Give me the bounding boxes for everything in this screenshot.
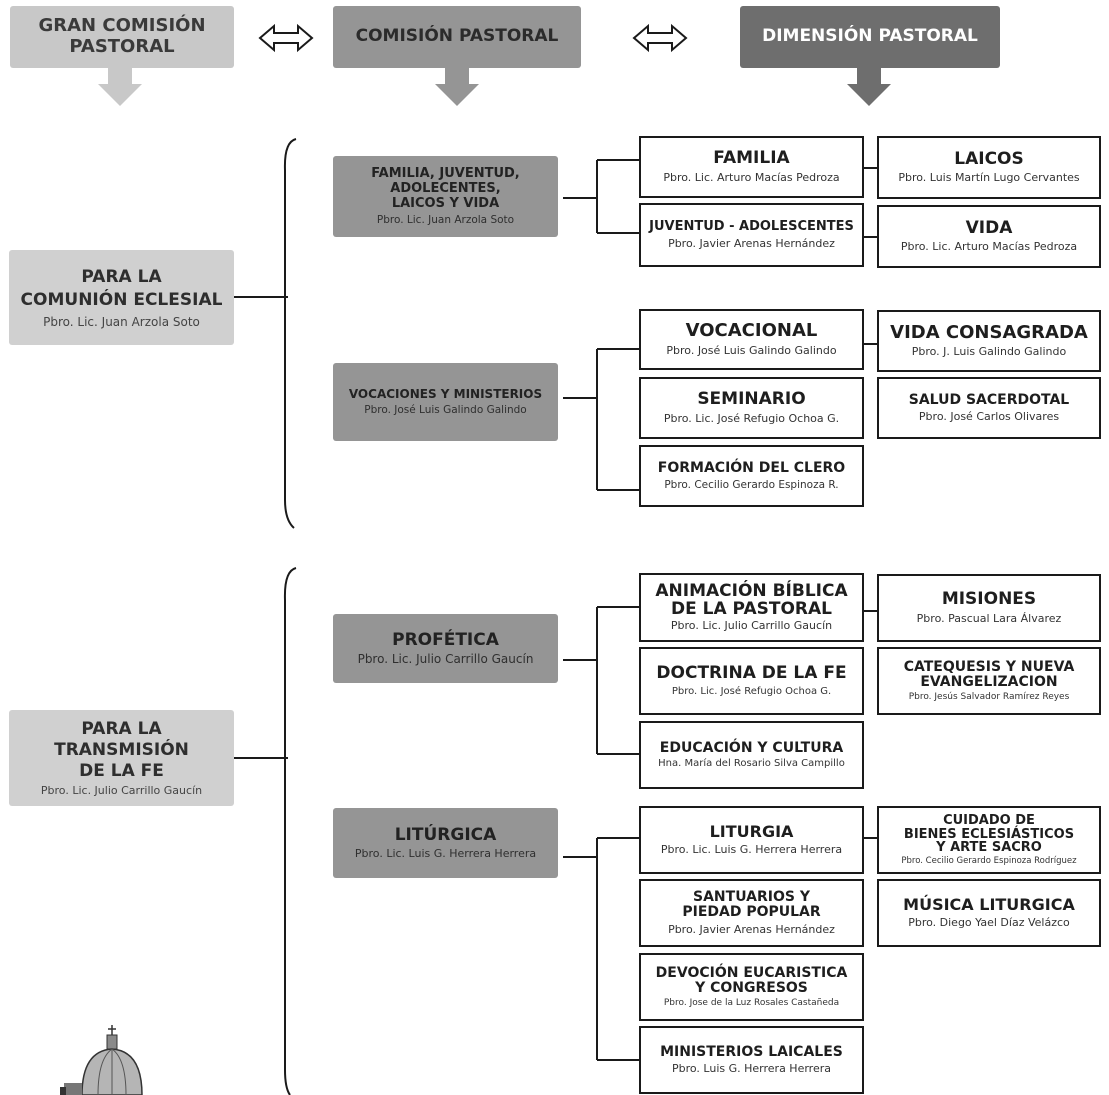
dimension-title: DEVOCIÓN EUCARISTICA Y CONGRESOS (655, 964, 848, 996)
commission-vocaciones: VOCACIONES Y MINISTERIOS Pbro. José Luis… (333, 363, 558, 441)
double-arrow-icon (632, 23, 688, 53)
commission-subtitle: Pbro. Lic. Julio Carrillo Gaucín (357, 652, 534, 667)
dimension-subtitle: Pbro. José Luis Galindo Galindo (666, 343, 837, 357)
dimension-title: DOCTRINA DE LA FE (656, 663, 847, 684)
dimension-laicos: LAICOS Pbro. Luis Martín Lugo Cervantes (877, 136, 1101, 199)
dimension-devocion-eucaristica: DEVOCIÓN EUCARISTICA Y CONGRESOS Pbro. J… (639, 953, 864, 1021)
dimension-title: LAICOS (954, 148, 1024, 169)
dimension-title: VOCACIONAL (685, 320, 818, 342)
group-subtitle: Pbro. Lic. Juan Arzola Soto (43, 314, 200, 329)
dimension-subtitle: Pbro. Cecilio Gerardo Espinoza R. (664, 478, 839, 491)
dimension-animacion-biblica: ANIMACIÓN BÍBLICA DE LA PASTORAL Pbro. L… (639, 573, 864, 642)
dimension-title: MISIONES (941, 589, 1037, 610)
dimension-subtitle: Pbro. Luis Martín Lugo Cervantes (898, 171, 1080, 185)
dimension-subtitle: Pbro. Jose de la Luz Rosales Castañeda (663, 998, 840, 1009)
dimension-cuidado-bienes: CUIDADO DE BIENES ECLESIÁSTICOS Y ARTE S… (877, 806, 1101, 874)
dimension-educacion-cultura: EDUCACIÓN Y CULTURA Hna. María del Rosar… (639, 721, 864, 789)
commission-liturgica: LITÚRGICA Pbro. Lic. Luis G. Herrera Her… (333, 808, 558, 878)
dimension-liturgia: LITURGIA Pbro. Lic. Luis G. Herrera Herr… (639, 806, 864, 874)
dimension-title: SALUD SACERDOTAL (908, 391, 1070, 408)
dimension-subtitle: Pbro. Lic. Julio Carrillo Gaucín (670, 619, 833, 633)
dimension-formacion-clero: FORMACIÓN DEL CLERO Pbro. Cecilio Gerard… (639, 445, 864, 507)
dimension-subtitle: Pbro. Lic. Arturo Macías Pedroza (900, 240, 1078, 254)
down-arrow-icon (847, 68, 891, 106)
group-comunion-eclesial: PARA LA COMUNIÓN ECLESIAL Pbro. Lic. Jua… (9, 250, 234, 345)
dimension-title: SEMINARIO (697, 389, 806, 410)
dimension-subtitle: Pbro. Cecilio Gerardo Espinoza Rodríguez (901, 855, 1077, 866)
dimension-subtitle: Pbro. Javier Arenas Hernández (668, 236, 835, 250)
dimension-subtitle: Pbro. Lic. José Refugio Ochoa G. (663, 411, 840, 425)
dimension-title: EDUCACIÓN Y CULTURA (659, 739, 844, 756)
dimension-familia: FAMILIA Pbro. Lic. Arturo Macías Pedroza (639, 136, 864, 198)
dimension-subtitle: Pbro. José Carlos Olivares (918, 410, 1060, 424)
commission-subtitle: Pbro. Lic. Luis G. Herrera Herrera (354, 847, 537, 861)
group-title: PARA LA COMUNIÓN ECLESIAL (20, 267, 223, 310)
commission-familia-juventud: FAMILIA, JUVENTUD, ADOLECENTES, LAICOS Y… (333, 156, 558, 237)
dimension-seminario: SEMINARIO Pbro. Lic. José Refugio Ochoa … (639, 377, 864, 439)
dimension-vida-consagrada: VIDA CONSAGRADA Pbro. J. Luis Galindo Ga… (877, 310, 1101, 372)
church-dome-icon (60, 1025, 143, 1095)
dimension-subtitle: Pbro. Luis G. Herrera Herrera (672, 1062, 831, 1076)
dimension-title: VIDA CONSAGRADA (890, 321, 1088, 343)
commission-title: VOCACIONES Y MINISTERIOS (348, 387, 543, 402)
group-title: PARA LA TRANSMISIÓN DE LA FE (54, 718, 189, 782)
dimension-vida: VIDA Pbro. Lic. Arturo Macías Pedroza (877, 205, 1101, 268)
commission-title: LITÚRGICA (394, 824, 497, 845)
dimension-subtitle: Pbro. Diego Yael Díaz Velázco (908, 916, 1070, 930)
dimension-catequesis: CATEQUESIS Y NUEVA EVANGELIZACION Pbro. … (877, 647, 1101, 715)
dimension-subtitle: Pbro. Lic. José Refugio Ochoa G. (671, 685, 832, 697)
commission-title: FAMILIA, JUVENTUD, ADOLECENTES, LAICOS Y… (371, 166, 520, 211)
double-arrow-icon (258, 23, 314, 53)
group-subtitle: Pbro. Lic. Julio Carrillo Gaucín (40, 784, 203, 798)
dimension-subtitle: Pbro. Pascual Lara Álvarez (916, 611, 1062, 625)
commission-title: PROFÉTICA (392, 629, 499, 650)
dimension-doctrina-fe: DOCTRINA DE LA FE Pbro. Lic. José Refugi… (639, 647, 864, 715)
dimension-title: MÚSICA LITURGICA (903, 894, 1075, 914)
dimension-title: FAMILIA (713, 148, 790, 169)
commission-subtitle: Pbro. Lic. Juan Arzola Soto (376, 213, 515, 226)
commission-subtitle: Pbro. José Luis Galindo Galindo (364, 403, 527, 416)
down-arrow-icon (98, 68, 142, 106)
dimension-misiones: MISIONES Pbro. Pascual Lara Álvarez (877, 574, 1101, 642)
header-dimension: DIMENSIÓN PASTORAL (740, 6, 1000, 68)
dimension-title: CATEQUESIS Y NUEVA EVANGELIZACION (903, 658, 1075, 690)
dimension-vocacional: VOCACIONAL Pbro. José Luis Galindo Galin… (639, 309, 864, 370)
commission-profetica: PROFÉTICA Pbro. Lic. Julio Carrillo Gauc… (333, 614, 558, 683)
dimension-title: VIDA (965, 217, 1013, 238)
dimension-juventud-adolescentes: JUVENTUD - ADOLESCENTES Pbro. Javier Are… (639, 203, 864, 267)
dimension-title: CUIDADO DE BIENES ECLESIÁSTICOS Y ARTE S… (903, 813, 1075, 856)
dimension-title: SANTUARIOS Y PIEDAD POPULAR (682, 889, 821, 920)
dimension-title: ANIMACIÓN BÍBLICA DE LA PASTORAL (655, 580, 848, 619)
dimension-subtitle: Pbro. Javier Arenas Hernández (668, 922, 835, 936)
dimension-subtitle: Pbro. J. Luis Galindo Galindo (911, 345, 1067, 359)
dimension-musica-liturgica: MÚSICA LITURGICA Pbro. Diego Yael Díaz V… (877, 879, 1101, 947)
dimension-title: LITURGIA (709, 821, 794, 841)
down-arrow-icon (435, 68, 479, 106)
dimension-ministerios-laicales: MINISTERIOS LAICALES Pbro. Luis G. Herre… (639, 1026, 864, 1094)
dimension-subtitle: Hna. María del Rosario Silva Campillo (658, 758, 845, 770)
dimension-salud-sacerdotal: SALUD SACERDOTAL Pbro. José Carlos Oliva… (877, 377, 1101, 439)
dimension-title: JUVENTUD - ADOLESCENTES (649, 219, 854, 235)
group-transmision-fe: PARA LA TRANSMISIÓN DE LA FE Pbro. Lic. … (9, 710, 234, 806)
dimension-subtitle: Pbro. Lic. Luis G. Herrera Herrera (660, 843, 843, 857)
dimension-subtitle: Pbro. Lic. Arturo Macías Pedroza (663, 170, 840, 184)
header-gran-comision: GRAN COMISIÓN PASTORAL (10, 6, 234, 68)
dimension-title: MINISTERIOS LAICALES (660, 1043, 843, 1060)
dimension-subtitle: Pbro. Jesús Salvador Ramírez Reyes (908, 692, 1070, 703)
dimension-title: FORMACIÓN DEL CLERO (657, 460, 846, 477)
header-comision: COMISIÓN PASTORAL (333, 6, 581, 68)
dimension-santuarios: SANTUARIOS Y PIEDAD POPULAR Pbro. Javier… (639, 879, 864, 947)
